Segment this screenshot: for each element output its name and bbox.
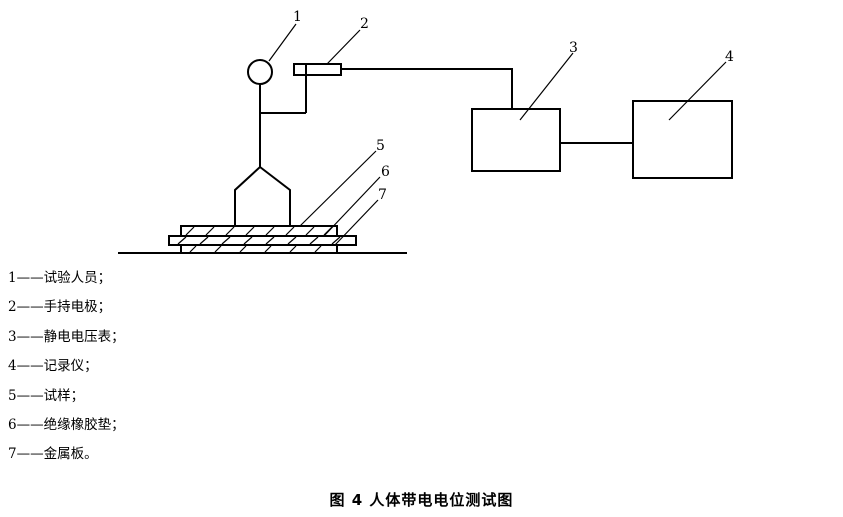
leader-lines bbox=[268, 23, 727, 246]
legend-item-3: 3——静电电压表； bbox=[8, 328, 125, 345]
rubber-mat bbox=[168, 235, 357, 246]
recorder bbox=[632, 100, 733, 179]
legend-item-4: 4——记录仪； bbox=[8, 358, 98, 375]
callout-1: 1 bbox=[293, 9, 302, 25]
hatching bbox=[177, 226, 341, 253]
legend-item-7: 7——金属板。 bbox=[8, 446, 98, 463]
callout-3: 3 bbox=[569, 40, 578, 56]
electrostatic-voltmeter bbox=[471, 108, 561, 172]
person-legs bbox=[234, 165, 291, 226]
person-head bbox=[247, 59, 273, 85]
callout-6: 6 bbox=[381, 164, 390, 180]
callout-5: 5 bbox=[376, 138, 385, 154]
callout-2: 2 bbox=[360, 16, 369, 32]
figure-caption: 图 4 人体带电电位测试图 bbox=[329, 491, 514, 509]
callout-7: 7 bbox=[378, 187, 387, 203]
signal-cable bbox=[341, 68, 513, 109]
hand-electrode bbox=[293, 63, 342, 76]
legend-item-1: 1——试验人员； bbox=[8, 270, 112, 286]
metal-plate bbox=[180, 244, 338, 254]
callout-4: 4 bbox=[725, 49, 734, 65]
legend-item-2: 2——手持电极； bbox=[8, 299, 112, 316]
legend-item-5: 5——试样； bbox=[8, 387, 85, 404]
legend-item-6: 6——绝缘橡胶垫； bbox=[8, 417, 125, 434]
test-setup-diagram: 1 2 3 4 5 6 7 bbox=[118, 9, 734, 254]
legend: 1——试验人员； 2——手持电极； 3——静电电压表； 4——记录仪； 5——试… bbox=[8, 264, 125, 470]
